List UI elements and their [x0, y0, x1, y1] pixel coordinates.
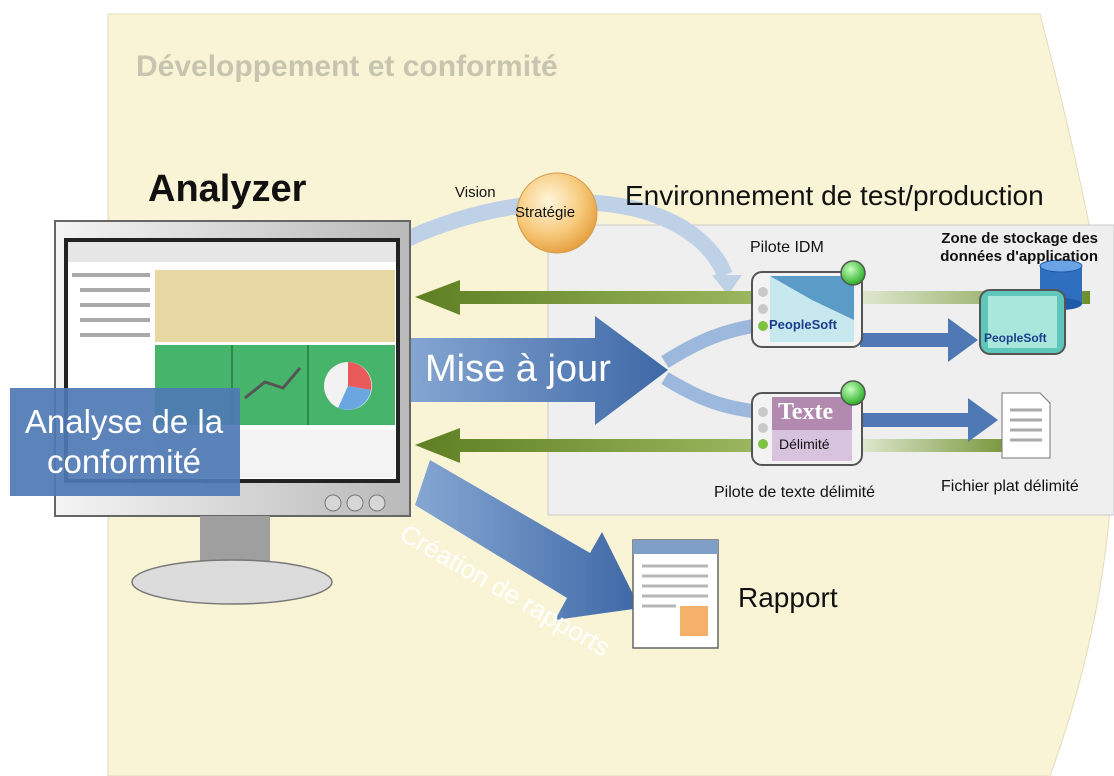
analyzer-label: Analyzer [148, 168, 307, 210]
reporting-arrow [415, 460, 640, 620]
text-driver-icon [751, 392, 863, 466]
app-store-label: Zone de stockage des données d'applicati… [940, 230, 1098, 265]
compliance-label: Analyse de la conformité [24, 403, 224, 480]
idm-driver-label: Pilote IDM [750, 239, 824, 256]
strategy-sphere-icon [516, 172, 598, 254]
vision-arrow [401, 194, 733, 279]
green-arrow-bottom-tail [860, 439, 1020, 452]
update-label: Mise à jour [425, 348, 611, 390]
status-light-icon [840, 380, 866, 406]
vision-arrowhead [712, 275, 742, 295]
peoplesoft-driver-icon [751, 271, 863, 348]
compliance-box [10, 388, 240, 496]
report-label: Rapport [738, 582, 838, 613]
document-icon [1001, 392, 1051, 459]
green-arrow-bottom [415, 428, 765, 463]
delimited-driver-label: Pilote de texte délimité [714, 484, 875, 501]
vision-label: Vision [455, 184, 496, 201]
update-arrow [405, 316, 668, 425]
report-icon [632, 539, 719, 649]
database-icon [979, 259, 1083, 355]
peoplesoft-out-arrow [860, 318, 978, 362]
text-word-label: Texte [778, 399, 834, 425]
update-branch-top [661, 318, 762, 368]
flat-file-label: Fichier plat délimité [941, 478, 1079, 495]
peoplesoft-logo-text: PeopleSoft [769, 317, 837, 332]
update-branch-bottom [661, 372, 761, 419]
delimited-word-label: Délimité [779, 436, 830, 452]
green-arrow-top [415, 280, 765, 315]
diagram-title: Développement et conformité [136, 50, 558, 83]
environment-title: Environnement de test/production [625, 180, 1044, 211]
strategy-label: Stratégie [515, 204, 576, 221]
text-out-arrow [860, 398, 998, 442]
status-light-icon [840, 260, 866, 286]
peoplesoft-logo-text: PeopleSoft [984, 331, 1047, 345]
